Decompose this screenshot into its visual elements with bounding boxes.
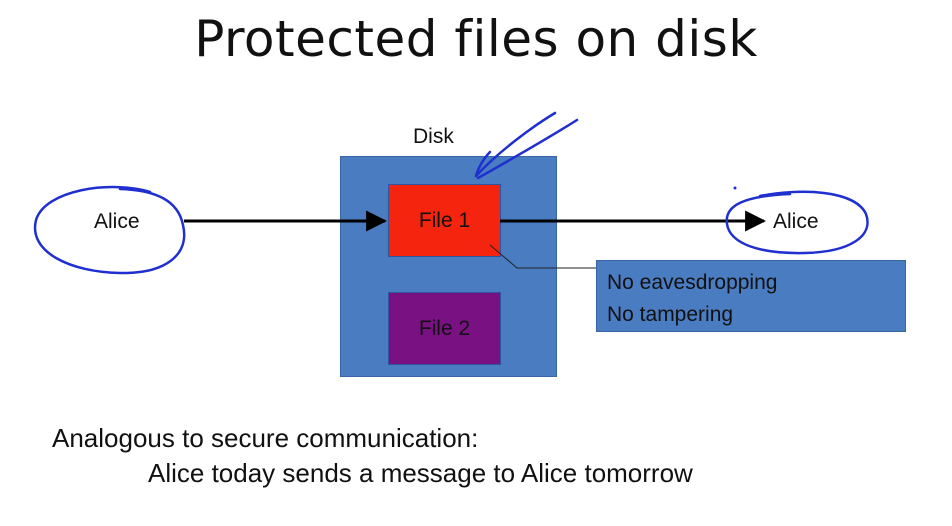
disk-label: Disk xyxy=(413,125,454,148)
file1-label: File 1 xyxy=(418,208,471,232)
callout-line-eavesdropping: No eavesdropping xyxy=(607,271,778,294)
file2-label: File 2 xyxy=(418,316,471,340)
callout-line-tampering: No tampering xyxy=(607,303,734,326)
caption-explanation: Alice today sends a message to Alice tom… xyxy=(148,458,693,488)
file1-box: File 1 xyxy=(388,184,501,257)
sender-alice-label: Alice xyxy=(94,210,140,233)
security-properties-callout: No eavesdropping No tampering xyxy=(596,260,906,332)
caption-analogy: Analogous to secure communication: xyxy=(52,423,479,453)
slide-title: Protected files on disk xyxy=(194,10,758,68)
receiver-alice-label: Alice xyxy=(773,210,819,233)
file2-box: File 2 xyxy=(388,292,501,365)
ink-dot xyxy=(733,186,737,190)
